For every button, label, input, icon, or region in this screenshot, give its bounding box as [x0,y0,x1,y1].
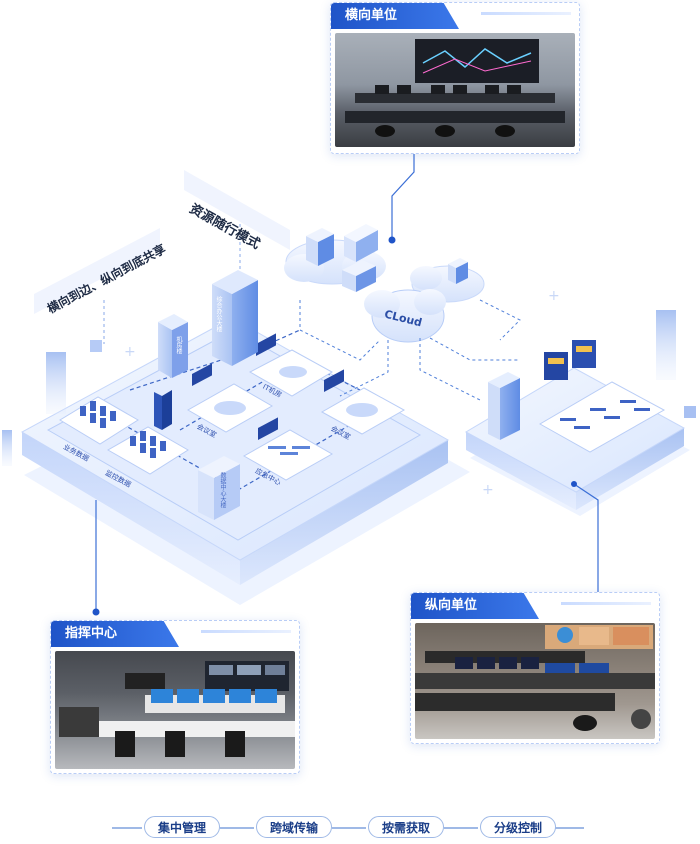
dark-pillar [154,392,162,430]
server-racks-2 [130,431,166,458]
pill-cross-domain-transmission: 跨域传输 [256,816,332,838]
dark-pillar-front [162,390,172,430]
ambient-pillar-1 [46,352,66,414]
it-room-table [279,366,307,378]
sharing-plate [34,228,160,314]
server-racks-1 [80,401,116,428]
emergency-desks [268,446,310,455]
cloud-buildings [306,224,468,292]
connector-vertical-unit [573,483,599,600]
pill-connector-right [554,827,584,829]
tower-side-front [172,322,188,378]
pill-centralized-management: 集中管理 [144,816,220,838]
conference-table [214,401,246,415]
connector-horizontal-unit [391,150,415,238]
ambient-plus-3: + [482,482,494,498]
ambient-cube-2 [684,406,696,418]
ambient-plus-2: + [548,288,560,304]
zone-label-tower-main: 综合办公大楼 [215,296,222,332]
right-tower-top [488,372,520,388]
card-horizontal-unit: 横向单位 [330,2,580,154]
ambient-pillar-2 [2,430,12,466]
wall-screens [192,333,344,440]
tower-main-front [232,280,258,366]
photo-vertical-control-room [415,623,655,739]
connector-dot-top [388,236,396,244]
ambient-pillar-3 [656,310,676,380]
pill-hierarchical-control: 分级控制 [480,816,556,838]
tower-low-front [214,464,240,520]
card-header: 横向单位 [331,3,459,29]
right-platform-inner [538,381,666,453]
zone-business-data [59,396,139,445]
zone-label-tower-low: 数据中心大楼 [219,472,226,508]
connector-dot-left [92,608,100,616]
right-platform-right-side [576,428,684,510]
tower-main-top [212,270,258,294]
card-header-decoration [201,630,291,633]
tower-low-left [198,470,214,520]
ambient-plus-1: + [124,344,136,360]
card-vertical-unit: 纵向单位 [410,592,660,744]
tower-low-top [198,456,240,478]
right-tower-front [500,378,520,440]
pill-connector-1 [220,827,254,829]
photo-vertical-scene [415,625,655,731]
meeting-table [346,403,378,417]
card-command-center: 指挥中心 [50,620,300,774]
right-wall-screens [544,340,596,380]
feature-pills-row: 集中管理 跨域传输 按需获取 分级控制 [0,812,700,842]
right-tower-left [488,382,500,440]
connector-dot-platform [571,481,577,487]
right-desks [560,400,650,429]
zone-label-tower-side: 机房楼 [175,336,182,354]
cloud-center [364,289,446,343]
card-header: 纵向单位 [411,593,539,619]
photo-control-room-scene [345,39,565,137]
pill-connector-3 [444,827,478,829]
card-header-decoration [561,602,651,605]
photo-command-center-scene [59,661,295,757]
tower-side-left [158,322,172,378]
pill-connector-2 [332,827,366,829]
ambient-cube-1 [90,340,102,352]
main-platform-left-side [22,432,240,585]
cloud-links [299,299,521,401]
tower-main-left [212,284,232,366]
card-header-decoration [481,12,571,15]
tower-side-top [158,314,188,330]
resource-mode-plate [184,170,290,250]
main-platform-right-side [240,440,448,585]
pill-on-demand-access: 按需获取 [368,816,444,838]
right-platform-left-side [466,432,576,510]
card-header: 指挥中心 [51,621,179,647]
photo-command-center [55,651,295,769]
pill-connector-left [112,827,142,829]
photo-control-room-horizontal [335,33,575,147]
zone-monitor-data [106,426,189,475]
